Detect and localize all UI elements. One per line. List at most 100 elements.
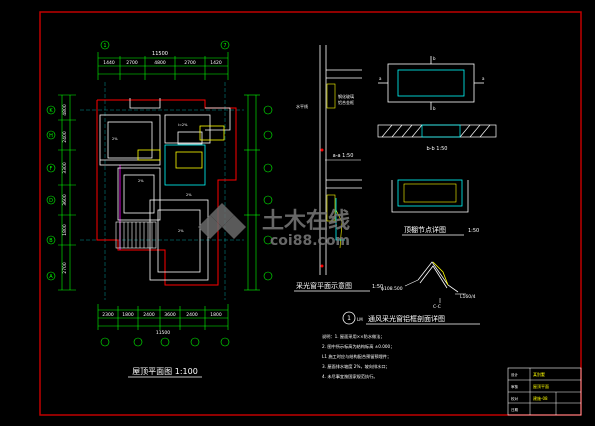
left-dim-1: 2400 <box>62 131 68 143</box>
svg-text:2%: 2% <box>138 179 144 183</box>
bb-section <box>377 124 497 138</box>
axis-left-h: H <box>49 133 53 139</box>
svg-text:b: b <box>433 106 436 111</box>
right-dimension-lines <box>244 94 260 291</box>
frame-plan-marks: a a b b <box>379 56 485 111</box>
alu-frame-yellow <box>432 261 449 286</box>
tb-row-3: 日期 <box>511 407 519 412</box>
plan-annotations: 2% 2% 2% i=2% 2% <box>112 123 192 233</box>
top-dim-0: 1440 <box>103 60 115 66</box>
title-block: 某别墅 屋顶平面 建施-08 设计 审核 校对 日期 <box>507 367 582 416</box>
tb-drawing: 屋顶平面 <box>533 383 549 389</box>
note-line-1: 2. 图中所示标高为结构标高 ±0.000； <box>322 343 394 350</box>
bottom-dim-3: 3600 <box>164 312 176 318</box>
stair-hatch <box>115 221 157 249</box>
top-axis-bubbles <box>100 40 230 50</box>
left-axis-bubbles <box>46 105 56 281</box>
bottom-dim-0: 2300 <box>102 312 114 318</box>
skylight-cyan <box>335 198 345 241</box>
watermark-url: coi88.com <box>270 233 350 249</box>
bottom-dim-2: 2400 <box>143 312 155 318</box>
skylight-section: 钢化玻璃 铝合金框 水平线 a-a 1:50 采光窗平面示意图 1:50 <box>294 45 383 292</box>
tb-project: 某别墅 <box>533 371 545 377</box>
bottom-dim-4: 2400 <box>186 312 198 318</box>
svg-text:铝合金框: 铝合金框 <box>338 99 354 105</box>
axis-left-a: A <box>49 274 53 280</box>
detail-title: 通风采光窗铝框剖面详图 <box>368 314 445 323</box>
right-axis-bubbles <box>263 105 273 281</box>
top-total-dimension: 11500 <box>152 51 168 57</box>
bottom-dimension-texts: 2300 1800 2400 3600 2400 1800 11500 <box>102 312 222 336</box>
svg-text:钢化玻璃: 钢化玻璃 <box>338 93 354 99</box>
bottom-dimension-lines <box>97 304 229 330</box>
label-phi: φ108.500 <box>381 286 403 292</box>
left-dim-3: 3600 <box>62 194 68 206</box>
left-dim-2: 3300 <box>62 162 68 174</box>
left-dim-4: 1800 <box>62 224 68 236</box>
svg-text:2%: 2% <box>186 193 192 197</box>
svg-text:b: b <box>433 56 436 61</box>
svg-text:i=2%: i=2% <box>178 123 188 127</box>
watermark: 土木在线 coi88.com <box>198 203 350 249</box>
skylight-title: 采光窗平面示意图 <box>296 281 352 290</box>
axis-left-d: D <box>49 198 53 204</box>
top-dim-2: 4800 <box>154 60 166 66</box>
bottom-dim-5: 1800 <box>210 312 222 318</box>
ceiling-details: a a b b b-b 1:50 顶棚节点详图 1:50 <box>342 56 497 325</box>
label-cc: C-C <box>433 304 441 310</box>
skylight-annotations: 钢化玻璃 铝合金框 水平线 <box>296 93 354 109</box>
ceiling-detail-scale: 1:50 <box>468 228 479 234</box>
detail-bubble <box>342 311 356 325</box>
axis-top-7: 7 <box>223 43 226 49</box>
axis-left-f: F <box>50 166 53 172</box>
skylight-yellow <box>326 83 343 249</box>
top-dim-4: 1420 <box>210 60 222 66</box>
bottom-dim-1: 1800 <box>122 312 134 318</box>
frame-detail <box>391 179 469 213</box>
sheet-border <box>39 11 582 416</box>
note-line-0: 说明：1. 屋面采用××防水做法； <box>322 333 385 340</box>
axis-top-1: 1 <box>103 43 106 49</box>
plan-title: 屋顶平面图 1:100 <box>132 367 198 376</box>
svg-text:2%: 2% <box>178 229 184 233</box>
bottom-axis-bubbles <box>100 337 230 347</box>
note-line-4: 4. 未尽事宜按国家规范执行。 <box>322 373 378 380</box>
watermark-logo-icon <box>198 203 246 239</box>
section-a-label: a-a 1:50 <box>333 153 354 159</box>
tb-row-1: 审核 <box>511 384 519 389</box>
svg-text:a: a <box>379 76 382 81</box>
detail-number: 1 <box>347 315 351 322</box>
top-dimension-lines <box>97 52 229 80</box>
watermark-brand: 土木在线 <box>262 208 350 234</box>
tb-sheet-no: 建施-08 <box>533 395 548 401</box>
ceiling-detail-title: 顶棚节点详图 <box>404 225 446 234</box>
general-notes: 说明：1. 屋面采用××防水做法； 2. 图中所示标高为结构标高 ±0.000；… <box>322 333 394 380</box>
section-b-label: b-b 1:50 <box>427 146 448 152</box>
svg-text:水平线: 水平线 <box>296 103 308 109</box>
alu-frame-detail <box>417 261 459 293</box>
bottom-total-dimension: 11500 <box>156 330 170 336</box>
axis-left-k: K <box>49 108 53 114</box>
top-dim-3: 2700 <box>184 60 196 66</box>
label-l: L160/4 <box>460 294 476 300</box>
svg-text:2%: 2% <box>112 137 118 141</box>
left-dimension-lines <box>58 94 76 291</box>
roof-plan: 11500 1440 2700 4800 2700 1420 1 7 <box>46 40 273 378</box>
note-line-3: 3. 屋面排水坡度 2%，坡向排水口； <box>322 363 390 370</box>
note-line-2: L1 施工时应与结构配合预留预埋件； <box>322 353 391 360</box>
left-axis-labels: K H F D B A <box>49 108 53 280</box>
tb-row-0: 设计 <box>511 372 519 377</box>
left-dimension-texts: 4800 2400 3300 3600 1800 2700 <box>62 104 68 274</box>
axis-left-b: B <box>49 238 53 244</box>
roof-yellow-features <box>137 125 225 169</box>
skylight-title-scale: 1:50 <box>372 284 383 290</box>
svg-text:a: a <box>482 76 485 81</box>
skylight-markers <box>320 148 324 268</box>
top-dimension-texts: 1440 2700 4800 2700 1420 <box>103 60 222 66</box>
left-dim-0: 4800 <box>62 104 68 116</box>
tb-row-2: 校对 <box>511 396 519 401</box>
top-dim-1: 2700 <box>126 60 138 66</box>
alu-frame-leaders <box>404 279 466 303</box>
frame-plan <box>378 56 484 110</box>
